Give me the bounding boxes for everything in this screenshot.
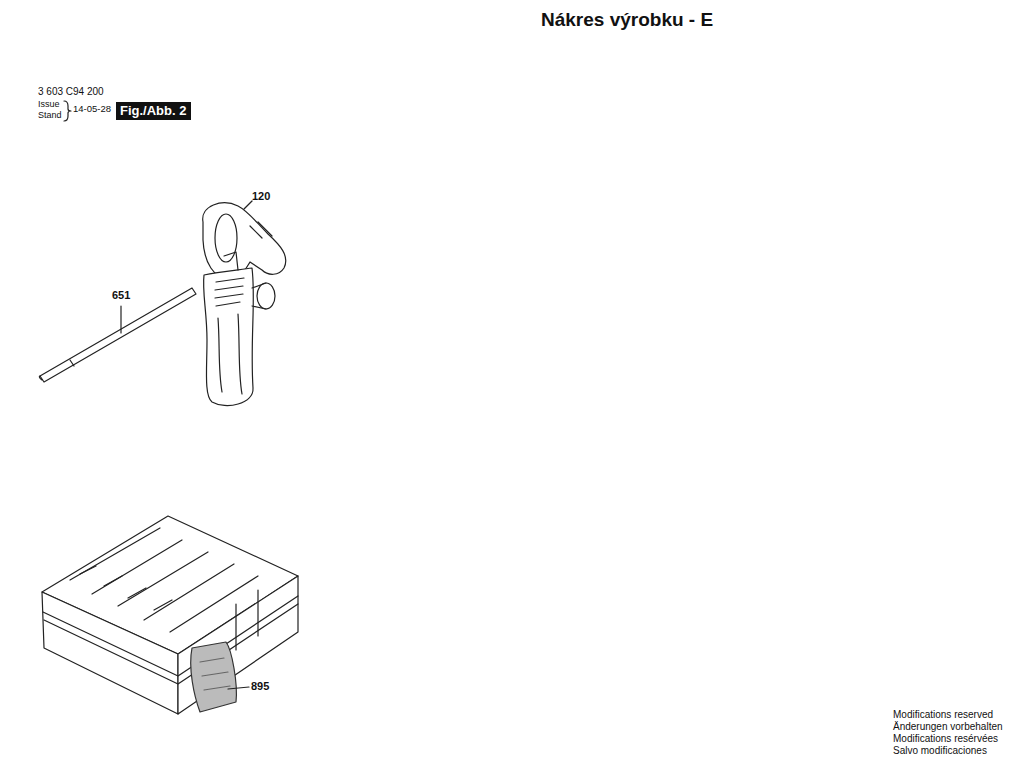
figure-tag: Fig./Abb. 2	[116, 102, 191, 120]
part-number: 3 603 C94 200	[38, 86, 104, 98]
leader-line	[244, 201, 252, 209]
figure-label: Fig./Abb. 2	[120, 103, 187, 119]
note-text: Änderungen vorbehalten	[893, 721, 1003, 733]
side-handle	[203, 203, 286, 406]
carrying-case	[42, 516, 298, 714]
leader-line	[228, 687, 249, 689]
callout-number: 651	[112, 289, 130, 302]
stamp-text: Issue	[38, 99, 60, 109]
stamp-text: Stand	[38, 110, 62, 120]
depth-stop-rod	[39, 288, 196, 382]
note-text: Modifications reserved	[893, 709, 993, 721]
note-text: Modifications resérvées	[893, 733, 998, 745]
bracket	[64, 101, 71, 121]
callout-number: 120	[252, 190, 270, 203]
page-title: Nákres výrobku - E	[541, 9, 713, 31]
case-latch	[191, 642, 237, 712]
latch-pattern	[200, 658, 230, 690]
leader-line	[120, 306, 121, 333]
callout-number: 895	[251, 680, 269, 693]
note-text: Salvo modificaciones	[893, 745, 987, 757]
issue-date: 14-05-28	[73, 104, 111, 115]
